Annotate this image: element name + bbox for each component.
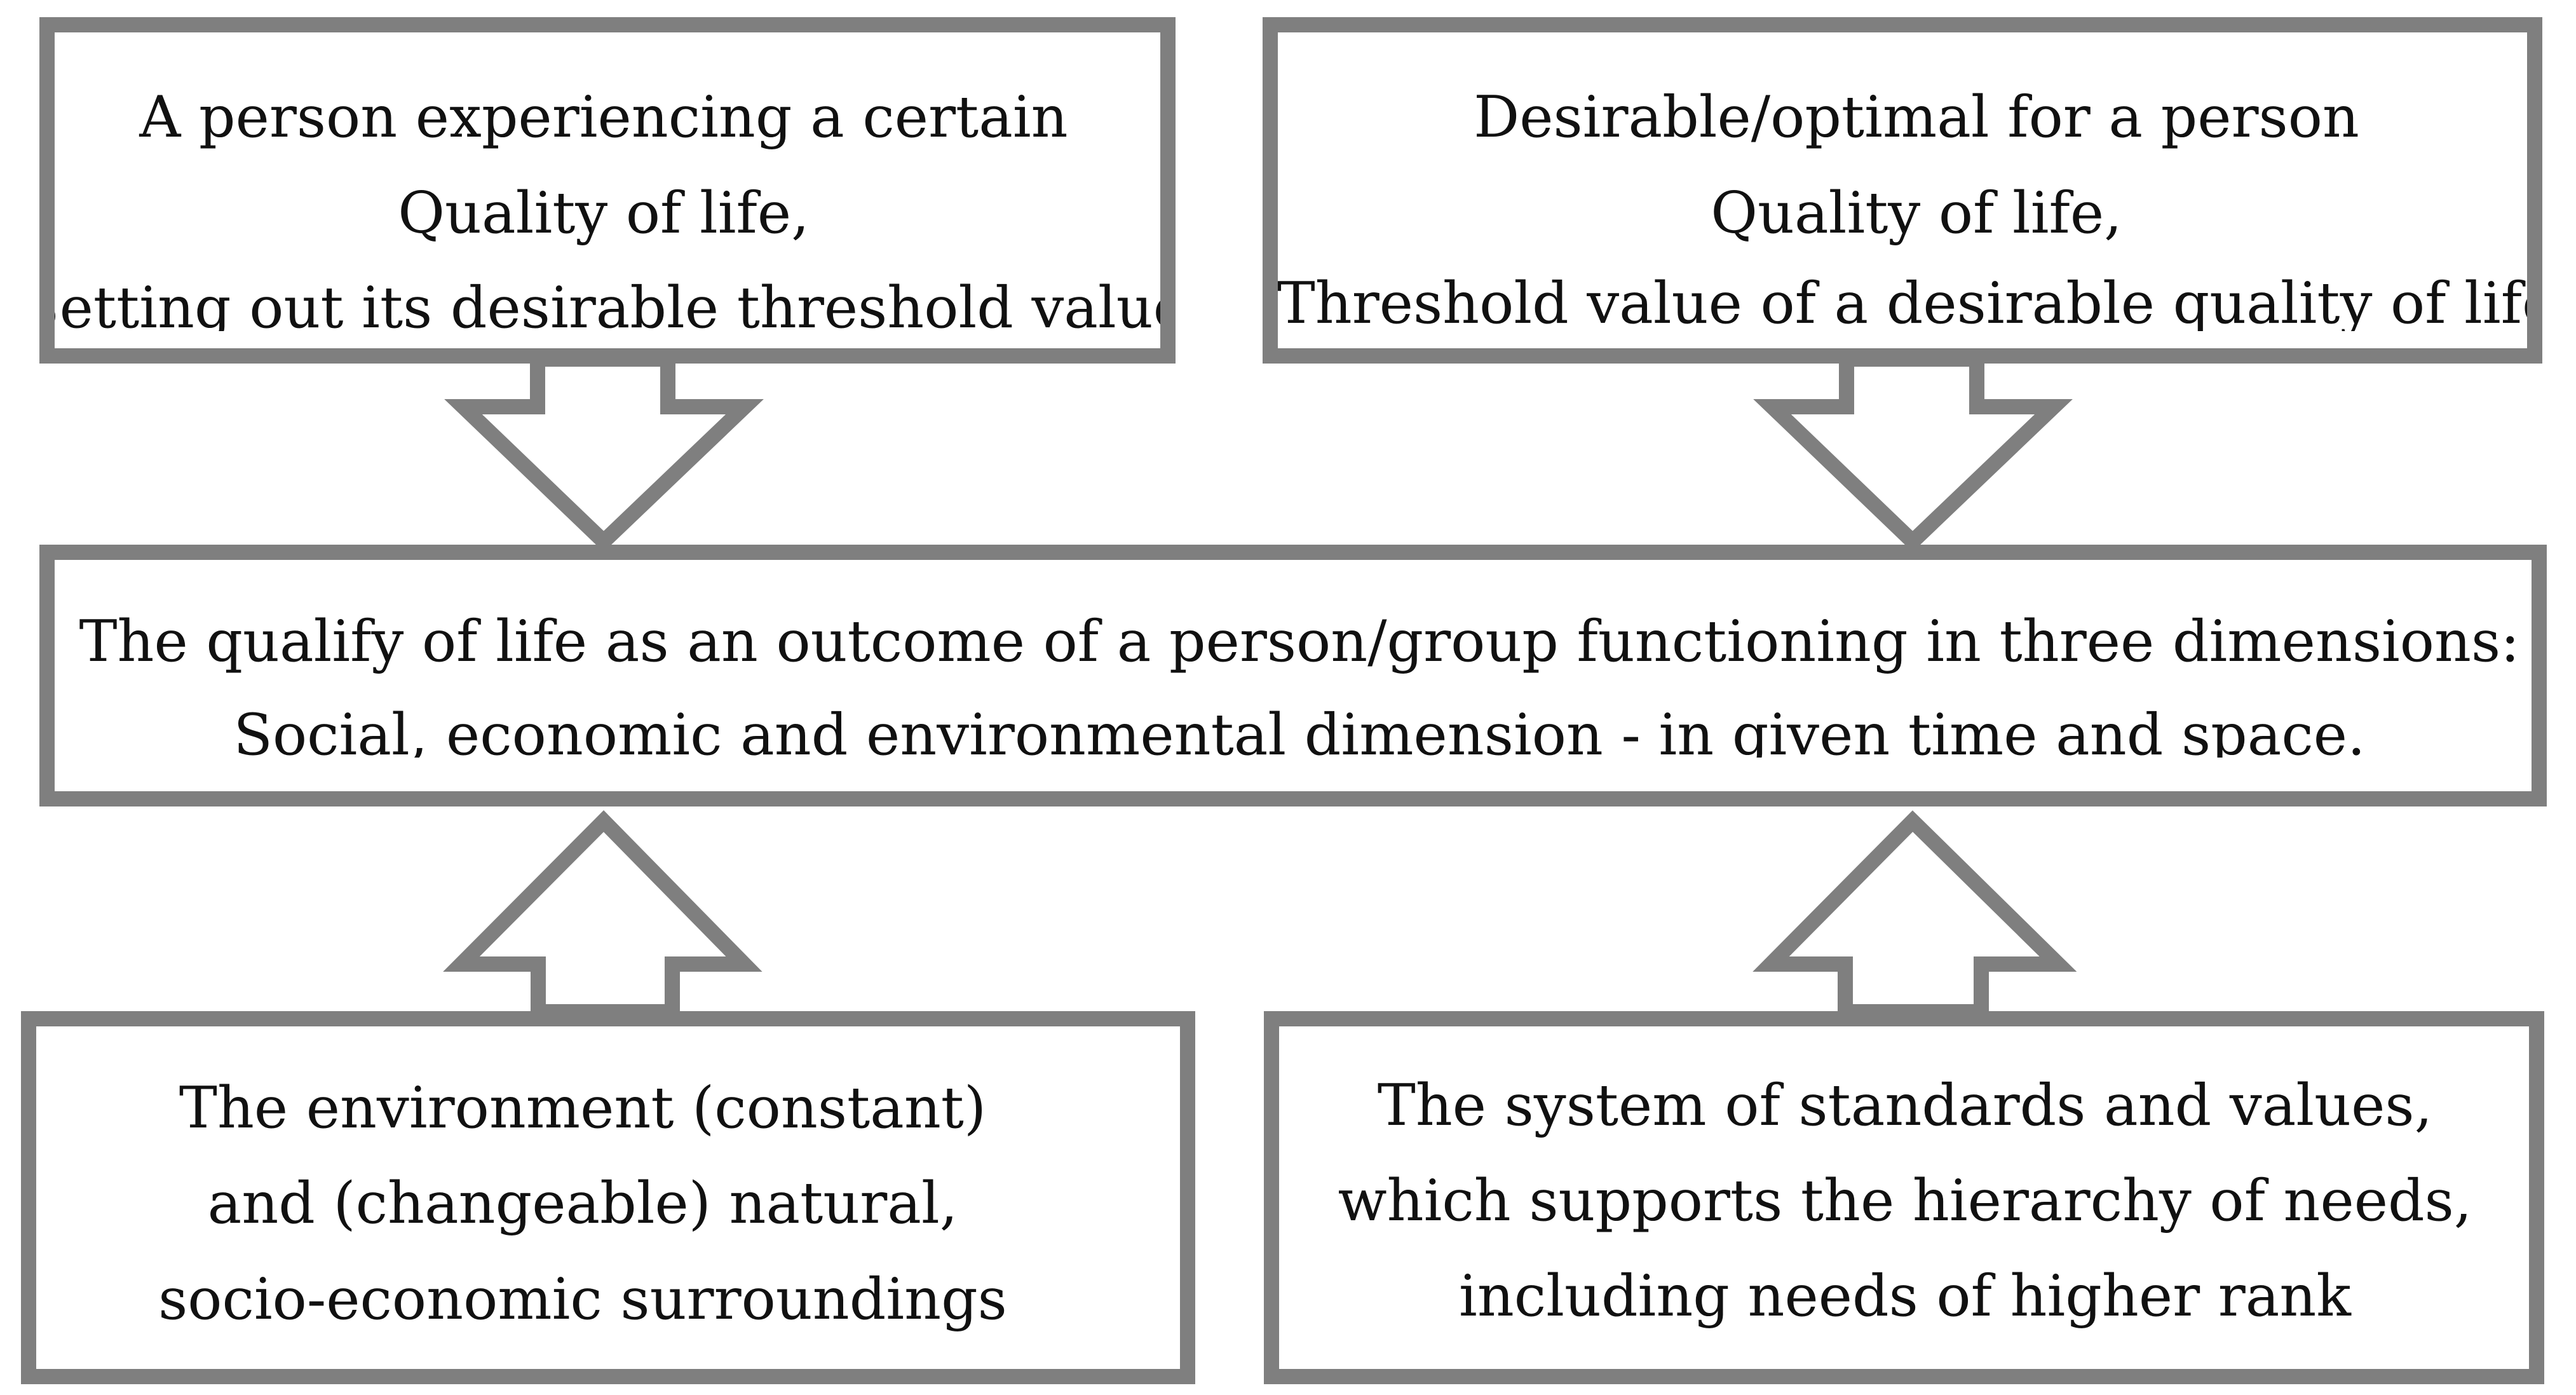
- box-top-left-line-3: Setting out its desirable threshold valu…: [20, 275, 1187, 341]
- box-bottom-left-line-3: socio-economic surroundings: [158, 1266, 1007, 1333]
- box-bottom-right-line-1: The system of standards and values,: [1378, 1072, 2432, 1139]
- box-top-left: A person experiencing a certain Quality …: [20, 17, 1187, 364]
- box-center-line-2: Social, economic and environmental dimen…: [233, 702, 2365, 768]
- box-top-right-line-1: Desirable/optimal for a person: [1474, 84, 2359, 151]
- arrow-bottom-right-up: [1752, 810, 2077, 1019]
- box-bottom-left-line-1: The environment (constant): [179, 1075, 986, 1141]
- box-top-right-line-3: Threshold value of a desirable quality o…: [1277, 270, 2556, 337]
- box-center: The qualify of life as an outcome of a p…: [39, 545, 2547, 806]
- box-top-right-line-2: Quality of life,: [1711, 180, 2122, 247]
- box-bottom-right-line-3: including needs of higher rank: [1459, 1263, 2352, 1330]
- box-bottom-left: The environment (constant) and (changeab…: [21, 1011, 1195, 1384]
- box-center-line-1: The qualify of life as an outcome of a p…: [79, 608, 2520, 675]
- arrow-bottom-left-up: [443, 810, 763, 1019]
- arrow-top-right-down: [1753, 351, 2073, 552]
- box-bottom-right: The system of standards and values, whic…: [1264, 1011, 2544, 1384]
- arrow-top-left-down: [444, 351, 764, 552]
- box-top-left-line-2: Quality of life,: [398, 180, 809, 247]
- box-top-right: Desirable/optimal for a person Quality o…: [1263, 17, 2556, 364]
- box-bottom-right-line-2: which supports the hierarchy of needs,: [1338, 1167, 2472, 1234]
- box-top-left-line-1: A person experiencing a certain: [139, 84, 1068, 151]
- box-bottom-left-line-2: and (changeable) natural,: [208, 1170, 958, 1237]
